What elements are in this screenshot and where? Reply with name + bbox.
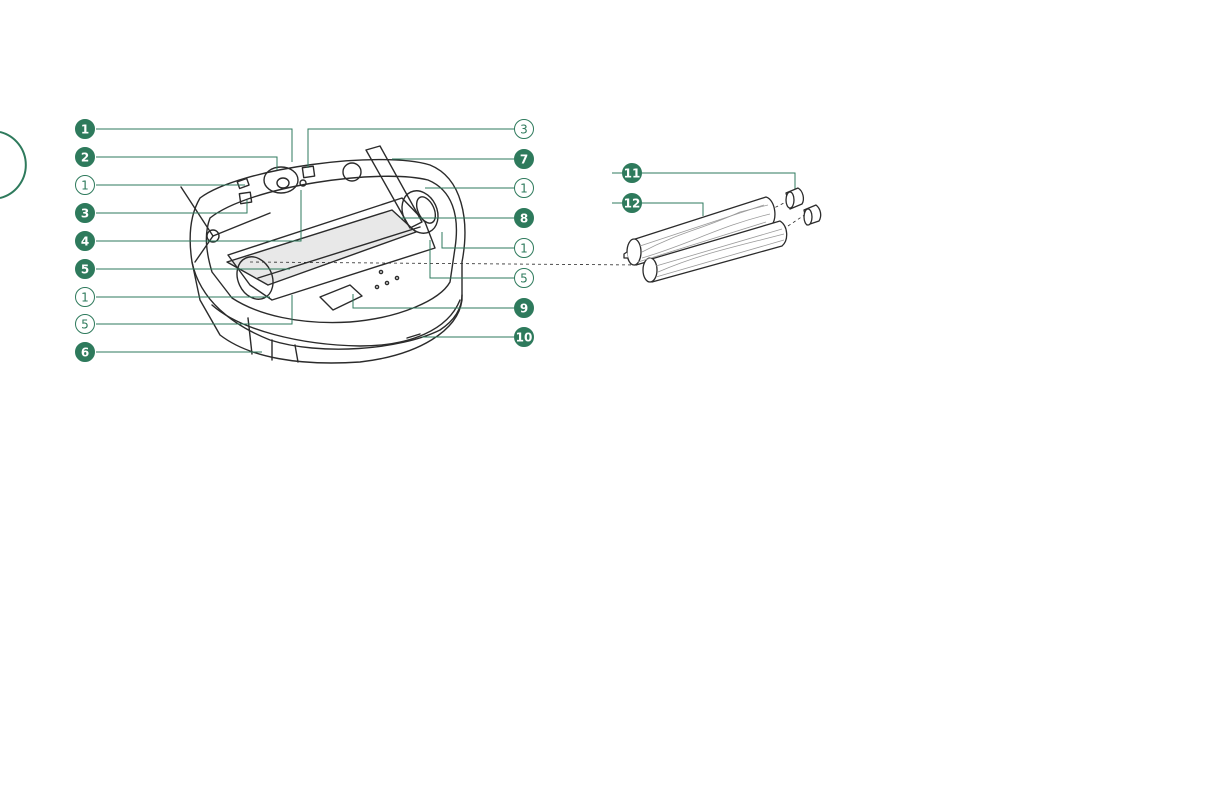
callout-label: 7 <box>520 153 528 167</box>
callout-label: 3 <box>520 123 528 137</box>
bin-release <box>320 285 362 310</box>
bin-edge <box>248 318 252 354</box>
right-wheel-hub <box>413 194 439 226</box>
callout-label: 4 <box>81 235 89 249</box>
callout-8: 8 <box>515 209 534 228</box>
callout-1: 1 <box>76 120 95 139</box>
upper-roll-end <box>627 239 641 265</box>
callout-label: 8 <box>520 212 528 226</box>
callout-3: 3 <box>76 204 95 223</box>
side-brush-arm-1 <box>181 187 213 236</box>
lower-roll-end <box>643 258 657 282</box>
vent-dot-3 <box>395 276 398 279</box>
callout-1: 1 <box>76 176 95 195</box>
callout-label: 5 <box>81 318 89 332</box>
callout-1: 1 <box>515 239 534 258</box>
callout-12: 12 <box>623 194 642 213</box>
vent-dot-4 <box>379 270 382 273</box>
callout-label: 6 <box>81 346 89 360</box>
callout-label: 1 <box>520 182 528 196</box>
callout-9: 9 <box>515 299 534 318</box>
side-brush-arm-2 <box>213 213 270 236</box>
callout-label: 1 <box>81 291 89 305</box>
callout-10: 10 <box>515 328 534 347</box>
callout-7: 7 <box>515 150 534 169</box>
brush-rolls <box>624 188 821 282</box>
callout-label: 1 <box>81 123 89 137</box>
debris-bin <box>227 210 416 285</box>
callout-1: 1 <box>515 179 534 198</box>
side-brush-arm-3 <box>195 236 213 262</box>
callout-4: 4 <box>76 232 95 251</box>
callout-label: 5 <box>520 272 528 286</box>
callout-label: 10 <box>516 331 533 345</box>
bearing-upper-face <box>786 192 794 208</box>
callout-2: 2 <box>76 148 95 167</box>
callout-5: 5 <box>515 269 534 288</box>
dashed-bearing-line-2 <box>788 214 806 226</box>
caster-hub <box>277 178 289 188</box>
callout-label: 9 <box>520 302 528 316</box>
callout-label: 3 <box>81 207 89 221</box>
callout-6: 6 <box>76 343 95 362</box>
vent-dot-1 <box>375 285 378 288</box>
vent-dot-2 <box>385 281 388 284</box>
callout-1: 1 <box>76 288 95 307</box>
callout-label: 12 <box>624 197 641 211</box>
robot-underside <box>181 146 465 363</box>
callout-label: 2 <box>81 151 89 165</box>
callout-label: 11 <box>624 167 641 181</box>
callout-5: 5 <box>76 315 95 334</box>
callout-label: 5 <box>81 263 89 277</box>
callout-11: 11 <box>623 164 642 183</box>
page-tab-marker <box>0 132 26 198</box>
callout-3: 3 <box>515 120 534 139</box>
callout-label: 1 <box>81 179 89 193</box>
bearing-lower-face <box>804 209 812 225</box>
callout-5: 5 <box>76 260 95 279</box>
callout-label: 1 <box>520 242 528 256</box>
